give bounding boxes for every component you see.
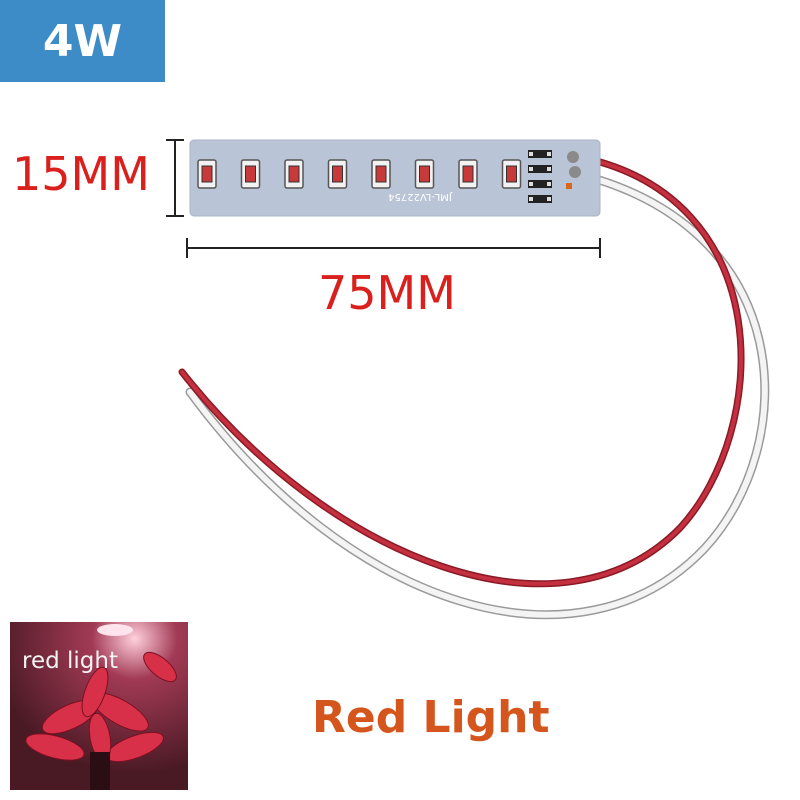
power-badge-label: 4W <box>42 15 123 67</box>
led-chip-lens <box>462 165 474 183</box>
pcb-print: JML-LV22754 <box>388 191 453 202</box>
white-wire-core <box>187 169 768 618</box>
width-dimension-label: 75MM <box>318 266 456 320</box>
resistor <box>528 195 552 203</box>
width-dimension-line <box>186 238 601 258</box>
resistor <box>528 150 552 158</box>
led-chip-lens <box>332 165 343 183</box>
solder-pad <box>569 166 581 178</box>
led-chip-lens <box>419 165 430 183</box>
led-chip-lens <box>201 165 213 183</box>
resistor <box>528 165 552 173</box>
led-chip-lens <box>506 165 517 183</box>
height-dimension-label: 15MM <box>12 147 150 201</box>
white-wire <box>185 167 770 620</box>
led-chip-lens <box>288 165 300 183</box>
led-pcb-board: JML-LV22754 <box>189 139 601 217</box>
red-wire-core <box>180 154 743 586</box>
red-light-plant-thumbnail: red light <box>10 622 188 790</box>
solder-pad <box>567 151 579 163</box>
power-badge: 4W <box>0 0 165 82</box>
product-caption: Red Light <box>312 692 550 743</box>
led-chip-lens <box>375 165 387 183</box>
red-wire <box>178 152 745 588</box>
thumbnail-label: red light <box>22 648 118 674</box>
resistor <box>528 180 552 188</box>
led-chip-lens <box>245 165 256 183</box>
height-dimension-line <box>166 139 184 217</box>
led-chips <box>197 159 522 189</box>
